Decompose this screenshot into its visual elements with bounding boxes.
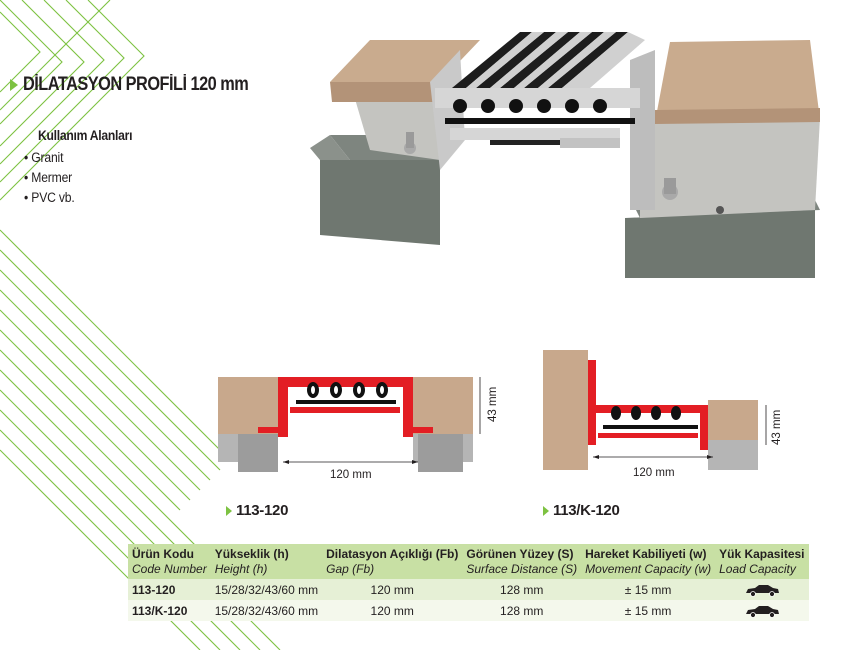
cell-height: 15/28/32/43/60 mm <box>210 600 323 621</box>
cell-surface: 128 mm <box>462 579 582 600</box>
title-arrow-icon <box>10 79 18 91</box>
cell-load <box>715 579 809 600</box>
technical-drawing-113-k-120: 120 mm 43 mm <box>543 350 783 479</box>
header-movement: Hareket Kabiliyeti (w)Movement Capacity … <box>581 544 716 579</box>
usage-item: • PVC vb. <box>24 190 75 205</box>
product-code: 113-120 <box>236 502 289 519</box>
gap-dimension-label: 120 mm <box>633 467 675 479</box>
product-code-label-2: 113/K-120 <box>543 502 620 519</box>
header-gap: Dilatasyon Açıklığı (Fb)Gap (Fb) <box>322 544 463 579</box>
table-row: 113/K-120 15/28/32/43/60 mm 120 mm 128 m… <box>128 600 809 621</box>
cell-gap: 120 mm <box>322 579 463 600</box>
usage-item: • Mermer <box>24 170 73 185</box>
product-3d-illustration <box>310 32 820 278</box>
header-surface: Görünen Yüzey (S)Surface Distance (S) <box>462 544 582 579</box>
arrow-icon <box>226 505 232 516</box>
product-code: 113/K-120 <box>553 502 620 519</box>
cell-gap: 120 mm <box>322 600 463 621</box>
cell-height: 15/28/32/43/60 mm <box>210 579 323 600</box>
gap-dimension-label: 120 mm <box>330 469 372 481</box>
product-code-label-1: 113-120 <box>226 502 288 519</box>
usage-areas: Kullanım Alanları • Granit • Mermer • PV… <box>24 128 143 208</box>
cell-movement: ± 15 mm <box>581 579 716 600</box>
table-row: 113-120 15/28/32/43/60 mm 120 mm 128 mm … <box>128 579 809 600</box>
usage-heading: Kullanım Alanları <box>38 128 133 143</box>
usage-list: • Granit • Mermer • PVC vb. <box>24 148 143 208</box>
page-title: DİLATASYON PROFİLİ 120 mm <box>10 74 285 96</box>
cell-load <box>715 600 809 621</box>
height-dimension-label: 43 mm <box>771 410 783 445</box>
car-icon <box>745 584 779 597</box>
title-text: DİLATASYON PROFİLİ 120 mm <box>23 74 249 95</box>
usage-item: • Granit <box>24 150 64 165</box>
technical-drawing-113-120: 120 mm 43 mm <box>218 377 499 481</box>
arrow-icon <box>543 505 549 516</box>
cell-code: 113/K-120 <box>128 600 211 621</box>
cell-movement: ± 15 mm <box>581 600 716 621</box>
cell-code: 113-120 <box>128 579 211 600</box>
car-icon <box>745 605 779 618</box>
cell-surface: 128 mm <box>462 600 582 621</box>
height-dimension-label: 43 mm <box>487 387 499 422</box>
header-height: Yükseklik (h)Height (h) <box>210 544 323 579</box>
